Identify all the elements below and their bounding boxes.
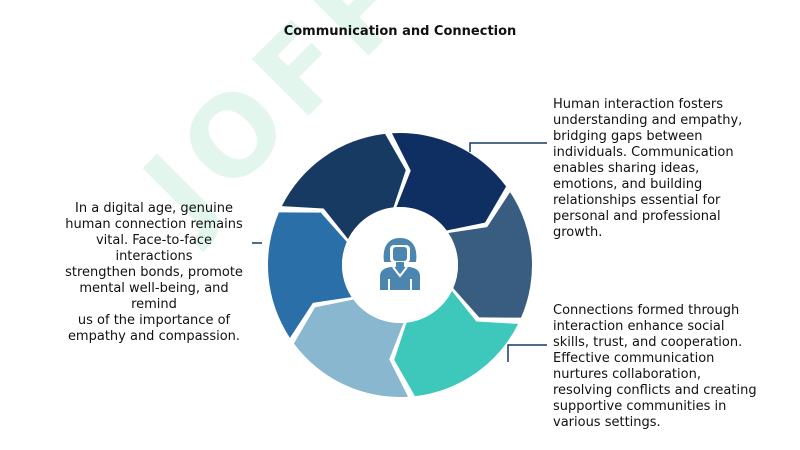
segment-right <box>448 192 532 318</box>
top-right-description: Human interaction fosters understanding … <box>553 97 743 240</box>
cycle-segments <box>268 132 532 397</box>
connector-top-right <box>469 142 547 152</box>
connector-bottom-right <box>507 344 547 362</box>
bottom-right-description: Connections formed through interaction e… <box>553 303 757 430</box>
left-description: In a digital age, genuine human connecti… <box>65 201 243 344</box>
segment-top-right <box>391 132 507 231</box>
segment-left <box>268 212 352 338</box>
person-icon <box>380 238 420 290</box>
segment-bottom-left <box>293 299 409 397</box>
diagram-title: Communication and Connection <box>283 24 517 39</box>
segment-top <box>281 133 406 240</box>
segment-bottom-right <box>394 290 519 397</box>
